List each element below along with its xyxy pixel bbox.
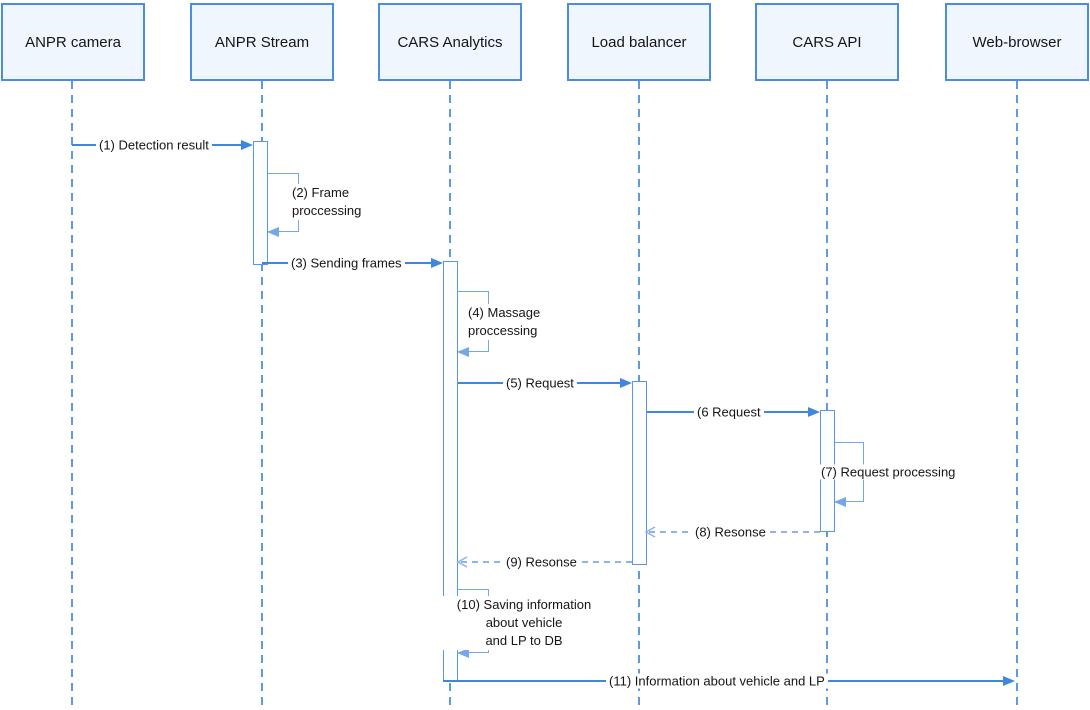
- lifeline-web-browser: [1016, 81, 1018, 706]
- activation-load-balancer: [632, 381, 647, 565]
- actor-box-web-browser: Web-browser: [945, 3, 1089, 81]
- lifeline-cars-api: [826, 81, 828, 706]
- actor-label: Web-browser: [972, 33, 1062, 51]
- lifeline-anpr-camera: [71, 81, 73, 706]
- message-7-label: (7) Request processing: [818, 464, 959, 480]
- message-4-label: (4) Massage proccessing: [466, 304, 543, 340]
- open-arrowhead-icon: [456, 556, 468, 568]
- actor-label: ANPR Stream: [214, 33, 310, 51]
- message-6-label: (6 Request: [694, 404, 764, 420]
- actor-label: ANPR camera: [25, 33, 121, 51]
- message-5-label: (5) Request: [503, 375, 577, 391]
- actor-box-load-balancer: Load balancer: [567, 3, 711, 81]
- message-1-label: (1) Detection result: [96, 137, 212, 153]
- actor-label: CARS Analytics: [397, 33, 503, 51]
- filled-arrowhead-icon: [241, 140, 253, 150]
- lifeline-anpr-stream: [261, 81, 263, 706]
- message-9-label: (9) Resonse: [503, 554, 580, 570]
- actor-box-anpr-stream: ANPR Stream: [190, 3, 334, 81]
- filled-arrowhead-icon: [620, 378, 632, 388]
- actor-box-anpr-camera: ANPR camera: [1, 3, 145, 81]
- filled-arrowhead-icon: [1003, 676, 1015, 686]
- filled-arrowhead-icon: [834, 497, 846, 507]
- message-2-label: (2) Frame proccessing: [290, 184, 364, 220]
- message-11-label: (11) Information about vehicle and LP: [606, 673, 828, 689]
- filled-arrowhead-icon: [267, 227, 279, 237]
- filled-arrowhead-icon: [457, 648, 469, 658]
- activation-anpr-stream: [253, 141, 268, 265]
- actor-label: Load balancer: [591, 33, 687, 51]
- actor-box-cars-api: CARS API: [755, 3, 899, 81]
- message-3-label: (3) Sending frames: [288, 255, 405, 271]
- message-10-label: (10) Saving information about vehicle an…: [441, 596, 607, 650]
- actor-box-cars-analytics: CARS Analytics: [378, 3, 522, 81]
- filled-arrowhead-icon: [808, 407, 820, 417]
- filled-arrowhead-icon: [431, 258, 443, 268]
- message-8-label: (8) Resonse: [692, 524, 769, 540]
- filled-arrowhead-icon: [457, 347, 469, 357]
- actor-label: CARS API: [792, 33, 862, 51]
- open-arrowhead-icon: [644, 526, 656, 538]
